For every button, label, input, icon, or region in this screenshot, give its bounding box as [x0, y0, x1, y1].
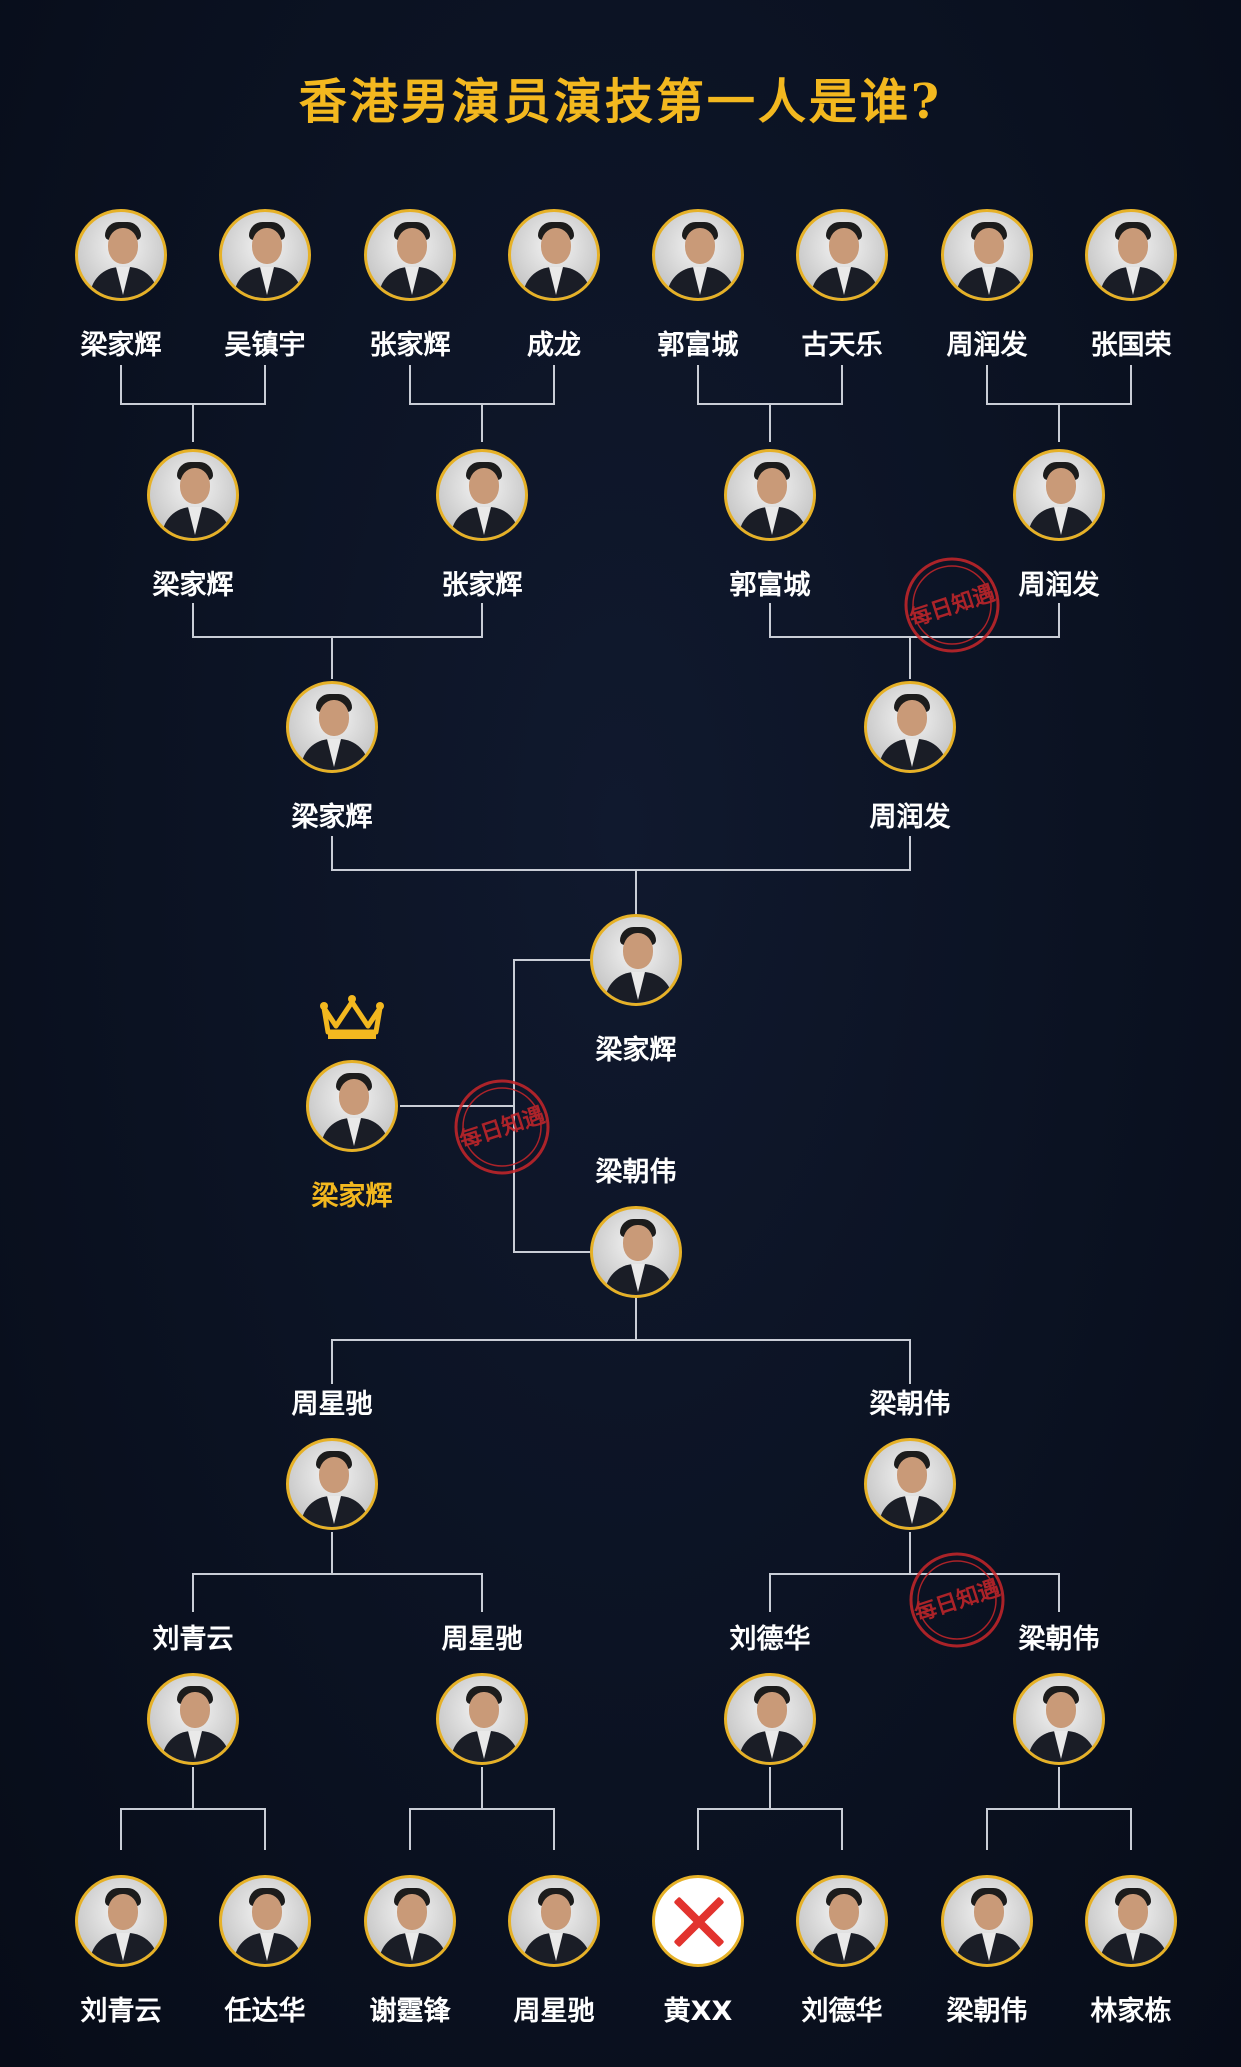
contestant-name: 刘德华 — [729, 1624, 811, 1655]
champion-name: 梁家辉 — [311, 1181, 393, 1212]
contestant-name: 张国荣 — [1090, 330, 1172, 361]
contestant-name: 刘德华 — [801, 1996, 883, 2027]
contestant-name: 梁家辉 — [595, 1035, 677, 1066]
page-title: 香港男演员演技第一人是谁? — [298, 74, 943, 130]
contestant-name: 吴镇宇 — [224, 330, 306, 361]
contestant-name: 张家辉 — [369, 330, 451, 361]
contestant-name: 张家辉 — [441, 570, 523, 601]
contestant-name: 周润发 — [1018, 570, 1100, 601]
actor-portrait — [436, 1673, 528, 1765]
crown-icon — [320, 995, 384, 1039]
contestant-name: 刘青云 — [152, 1624, 234, 1655]
contestant-name: 任达华 — [224, 1996, 306, 2027]
contestant-name: 周星驰 — [441, 1624, 523, 1655]
contestant-name: 梁家辉 — [80, 330, 162, 361]
contestant-name: 黄XX — [663, 1996, 733, 2027]
actor-portrait — [147, 449, 239, 541]
actor-portrait — [1085, 1875, 1177, 1967]
stamp-text: 每日知遇 — [911, 1575, 1003, 1627]
contestant-name: 郭富城 — [729, 570, 811, 601]
actor-portrait — [724, 1673, 816, 1765]
actor-portrait — [1013, 449, 1105, 541]
actor-portrait — [796, 209, 888, 301]
cross-icon — [652, 1875, 744, 1967]
actor-portrait — [864, 681, 956, 773]
contestant-name: 梁朝伟 — [595, 1157, 677, 1188]
actor-portrait — [796, 1875, 888, 1967]
actor-portrait — [590, 1206, 682, 1298]
actor-portrait — [286, 1438, 378, 1530]
stamp-text: 每日知遇 — [906, 580, 998, 632]
contestant-name: 周润发 — [946, 330, 1028, 361]
watermark-stamp: 每日知遇 — [904, 557, 1000, 653]
stamp-text: 每日知遇 — [456, 1102, 548, 1154]
actor-portrait — [364, 209, 456, 301]
contestant-name: 谢霆锋 — [369, 1996, 451, 2027]
contestant-name: 周星驰 — [291, 1389, 373, 1420]
actor-portrait — [219, 1875, 311, 1967]
actor-portrait — [436, 449, 528, 541]
contestant-name: 梁家辉 — [152, 570, 234, 601]
watermark-stamp: 每日知遇 — [454, 1079, 550, 1175]
actor-portrait — [941, 209, 1033, 301]
contestant-name: 林家栋 — [1090, 1996, 1172, 2027]
actor-portrait — [1013, 1673, 1105, 1765]
contestant-name: 成龙 — [527, 330, 581, 361]
contestant-name: 梁朝伟 — [946, 1996, 1028, 2027]
actor-portrait — [219, 209, 311, 301]
actor-portrait — [652, 209, 744, 301]
actor-portrait — [75, 209, 167, 301]
contestant-name: 刘青云 — [80, 1996, 162, 2027]
contestant-name: 周星驰 — [513, 1996, 595, 2027]
contestant-name: 古天乐 — [801, 330, 883, 361]
actor-portrait — [864, 1438, 956, 1530]
actor-portrait — [508, 209, 600, 301]
contestant-name: 梁朝伟 — [1018, 1624, 1100, 1655]
actor-portrait — [724, 449, 816, 541]
contestant-name: 梁朝伟 — [869, 1389, 951, 1420]
actor-portrait — [147, 1673, 239, 1765]
actor-portrait — [590, 914, 682, 1006]
actor-portrait — [75, 1875, 167, 1967]
actor-portrait — [364, 1875, 456, 1967]
actor-portrait — [508, 1875, 600, 1967]
contestant-name: 郭富城 — [657, 330, 739, 361]
contestant-name: 梁家辉 — [291, 802, 373, 833]
actor-portrait — [286, 681, 378, 773]
actor-portrait — [1085, 209, 1177, 301]
contestant-name: 周润发 — [869, 802, 951, 833]
watermark-stamp: 每日知遇 — [909, 1552, 1005, 1648]
actor-portrait — [306, 1060, 398, 1152]
actor-portrait — [941, 1875, 1033, 1967]
